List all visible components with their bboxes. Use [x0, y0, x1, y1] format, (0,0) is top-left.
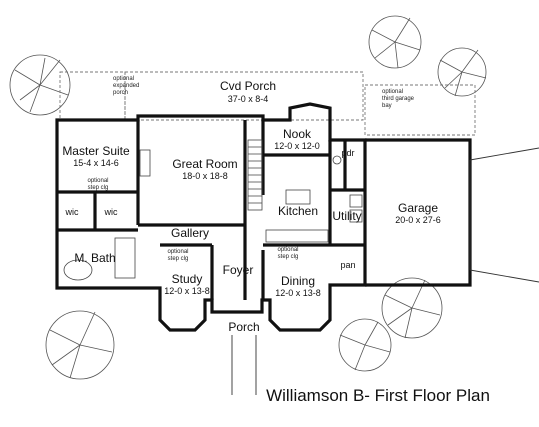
tree-mid-right	[381, 277, 443, 339]
pan-name: pan	[340, 260, 355, 270]
tree-top-left	[9, 54, 71, 116]
walkway	[231, 335, 257, 395]
gallery-name: Gallery	[171, 226, 209, 240]
foyer-name: Foyer	[223, 263, 254, 277]
master-suite-dims: 15-4 x 14-6	[73, 158, 119, 168]
porch-dims: 37-0 x 8-4	[228, 94, 269, 104]
interior-walls	[57, 120, 365, 300]
note-expanded-porch-3: porch	[113, 90, 128, 96]
note-third-garage-3: bay	[382, 103, 392, 109]
note-third-garage: optional third garage bay	[382, 89, 415, 109]
porch-name: Cvd Porch	[220, 79, 276, 93]
plan-title: Williamson B- First Floor Plan	[266, 386, 490, 405]
garage-dims: 20-0 x 27-6	[395, 215, 441, 225]
third-garage-outline	[364, 84, 476, 136]
note-dining-step-2: step clg	[278, 254, 299, 260]
kitchen-counter	[265, 229, 329, 243]
note-third-garage-2: third garage	[382, 96, 415, 102]
great-room-dims: 18-0 x 18-8	[182, 171, 228, 181]
utility-name: Utility	[332, 209, 361, 223]
note-expanded-porch-1: optional	[113, 76, 134, 82]
front-porch-name: Porch	[228, 320, 259, 334]
tree-bottom-left	[45, 310, 115, 380]
driveway	[469, 147, 539, 283]
tree-bottom-center	[338, 318, 392, 372]
tree-top-right	[368, 15, 422, 69]
wic-right-name: wic	[104, 207, 118, 217]
toilet	[332, 155, 342, 165]
pdr-name: pdr	[341, 148, 354, 158]
bathtub	[63, 259, 93, 281]
vanity	[114, 237, 136, 279]
note-master-step-2: step clg	[88, 185, 109, 191]
note-expanded-porch-2: expanded	[113, 83, 139, 89]
note-expanded-porch: optional expanded porch	[113, 76, 139, 96]
kitchen-name: Kitchen	[278, 204, 318, 218]
nook-dims: 12-0 x 12-0	[274, 141, 320, 151]
dining-dims: 12-0 x 13-8	[275, 288, 321, 298]
washer	[349, 194, 363, 208]
study-dims: 12-0 x 13-8	[164, 286, 210, 296]
note-study-step-2: step clg	[168, 256, 189, 262]
note-dining-step-1: optional	[277, 247, 298, 253]
note-third-garage-1: optional	[382, 89, 403, 95]
garage-name: Garage	[398, 201, 438, 215]
stairs	[247, 139, 263, 211]
wic-left-name: wic	[65, 207, 79, 217]
house-outline	[55, 102, 367, 332]
great-room-name: Great Room	[172, 157, 237, 171]
nook-name: Nook	[283, 127, 312, 141]
note-master-step: optional step clg	[87, 178, 108, 191]
tree-right-upper	[437, 47, 487, 97]
fireplace	[139, 149, 151, 177]
note-master-step-1: optional	[87, 178, 108, 184]
study-name: Study	[172, 272, 203, 286]
kitchen-island	[285, 189, 311, 205]
dryer	[349, 209, 363, 223]
m-bath-name: M. Bath	[74, 251, 115, 265]
note-study-step: optional step clg	[167, 249, 188, 262]
note-study-step-1: optional	[167, 249, 188, 255]
master-suite-name: Master Suite	[62, 144, 130, 158]
dining-name: Dining	[281, 274, 315, 288]
note-dining-step: optional step clg	[277, 247, 298, 260]
